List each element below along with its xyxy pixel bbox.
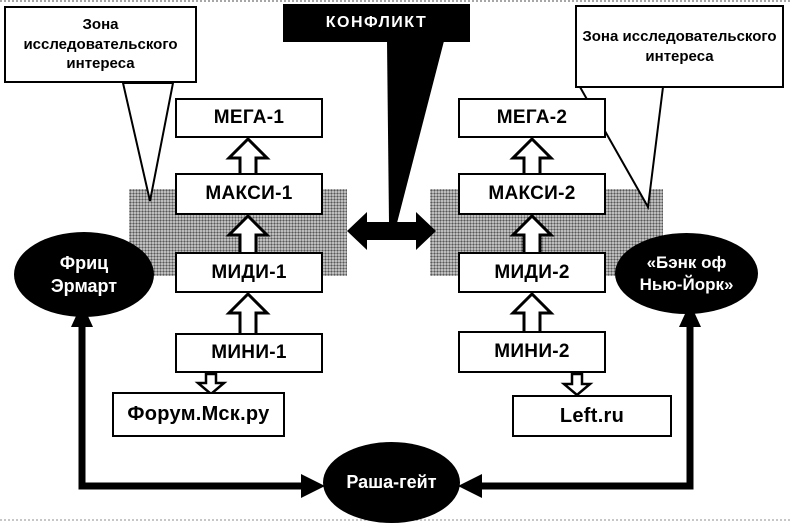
arrowhead-right-to-rashagate [301,474,325,498]
connector-right-l [480,320,694,490]
box-midi-1-label: МИДИ-1 [211,261,287,283]
box-mega-2-label: МЕГА-2 [496,107,568,128]
callout-tail-left [121,82,175,202]
conflict-wedge [387,41,444,223]
box-midi-2-label: МИДИ-2 [494,261,570,283]
arrow-midi2-to-maxi2 [509,213,555,256]
ellipse-bank-of-new-york-label: «Бэнк оф Нью-Йорк» [639,253,734,294]
callout-left-label: Зона исследовательского интереса [23,15,178,73]
box-mega-1-label: МЕГА-1 [213,107,285,128]
scan-artifact-top [0,0,790,2]
callout-research-zone-left: Зона исследовательского интереса [4,6,197,83]
conflict-double-arrow [347,212,436,250]
box-mini-1-label: МИНИ-1 [211,342,287,363]
ellipse-fritz-ermarth: Фриц Эрмарт [14,232,154,317]
arrow-mini1-to-forum [194,372,228,396]
arrow-mini2-to-leftru [560,372,594,397]
box-forum-msk-ru-label: Форум.Мск.ру [127,403,270,425]
arrow-maxi2-to-mega2 [509,136,555,178]
box-mega-2: МЕГА-2 [458,98,606,138]
arrowhead-up-to-bony [679,303,701,327]
box-midi-1: МИДИ-1 [175,252,323,293]
box-left-ru-label: Left.ru [559,404,625,427]
arrow-midi1-to-maxi1 [225,213,271,256]
box-mini-2: МИНИ-2 [458,331,606,373]
ellipse-bank-of-new-york: «Бэнк оф Нью-Йорк» [615,233,758,314]
box-left-ru: Left.ru [512,395,672,437]
box-maxi-2-label: МАКСИ-2 [488,183,576,204]
arrowhead-left-to-rashagate [458,474,482,498]
box-forum-msk-ru: Форум.Мск.ру [112,392,285,437]
arrow-mini2-to-midi2 [509,291,555,337]
connector-left-l [78,320,302,490]
arrow-maxi1-to-mega1 [225,136,271,178]
ellipse-rasha-gate: Раша-гейт [323,442,460,523]
ellipse-fritz-ermarth-label: Фриц Эрмарт [50,253,118,296]
callout-research-zone-right: Зона исследовательского интереса [575,5,784,88]
conflict-banner: КОНФЛИКТ [283,4,470,42]
box-maxi-2: МАКСИ-2 [458,173,606,215]
box-mini-1: МИНИ-1 [175,333,323,373]
callout-right-label: Зона исследовательского интереса [582,27,777,65]
arrow-mini1-to-midi1 [225,291,271,337]
conflict-banner-label: КОНФЛИКТ [325,14,428,31]
box-mega-1: МЕГА-1 [175,98,323,138]
box-mini-2-label: МИНИ-2 [494,341,570,362]
box-maxi-1: МАКСИ-1 [175,173,323,215]
box-midi-2: МИДИ-2 [458,252,606,293]
ellipse-rasha-gate-label: Раша-гейт [346,472,437,493]
box-maxi-1-label: МАКСИ-1 [205,183,293,204]
